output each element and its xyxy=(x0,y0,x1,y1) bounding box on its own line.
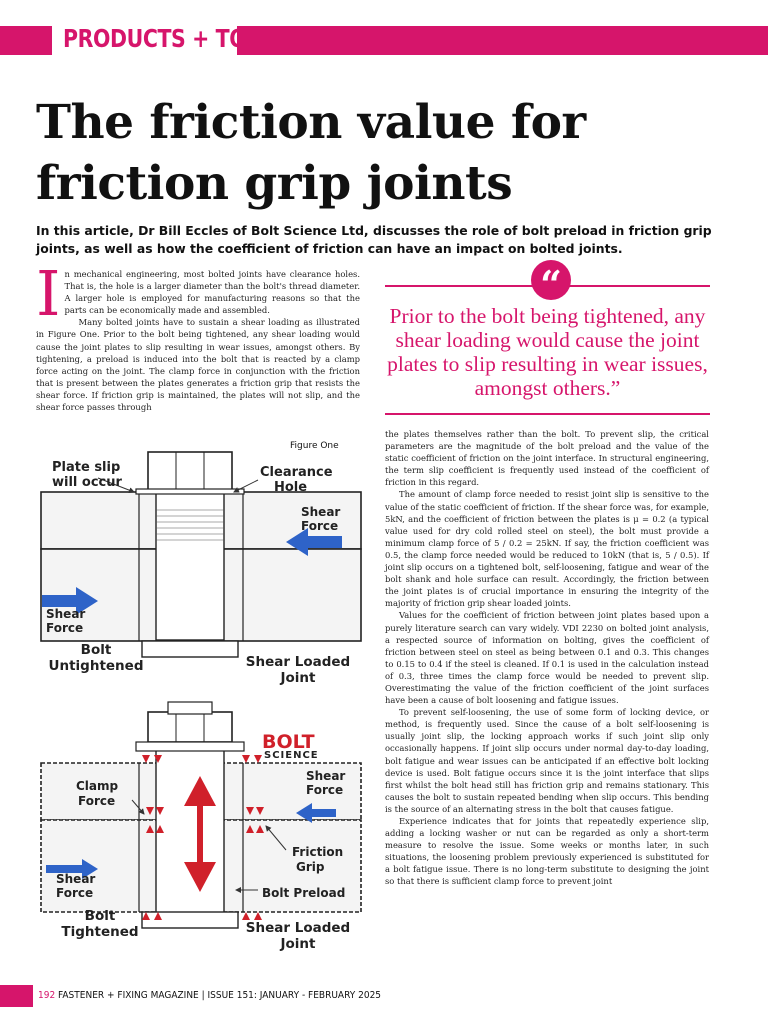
paragraph: the plates themselves rather than the bo… xyxy=(385,429,709,488)
header-accent-bar-right xyxy=(237,26,768,55)
footer-publication: FASTENER + FIXING MAGAZINE | ISSUE 151: … xyxy=(58,990,382,1001)
paragraph: Many bolted joints have to sustain a she… xyxy=(36,317,360,413)
article-title: The friction value for friction grip joi… xyxy=(36,95,586,211)
footer-accent-bar xyxy=(0,985,33,1007)
shear-force-arrow-right xyxy=(296,803,336,823)
figure-caption: Figure One xyxy=(290,441,339,451)
quote-mark-icon: “ xyxy=(531,260,571,307)
pullquote-rule-bottom xyxy=(385,413,710,415)
bolt-science-logo-bottom: SCIENCE xyxy=(264,750,319,761)
header-accent-bar-left xyxy=(0,26,52,55)
shear-force-arrow-left xyxy=(46,859,98,879)
paragraph: The amount of clamp force needed to resi… xyxy=(385,489,709,609)
label-bolt-preload: Bolt Preload xyxy=(262,886,345,900)
shear-force-arrow-left xyxy=(42,587,98,615)
bolt-science-logo-top: BOLT xyxy=(262,731,315,753)
paragraph: Experience indicates that for joints tha… xyxy=(385,816,709,887)
body-column-2: the plates themselves rather than the bo… xyxy=(385,428,709,888)
pullquote-text: Prior to the bolt being tightened, any s… xyxy=(387,304,708,400)
bolt-preload-arrow xyxy=(184,776,216,892)
paragraph: To prevent self-loosening, the use of so… xyxy=(385,707,709,814)
article-standfirst: In this article, Dr Bill Eccles of Bolt … xyxy=(36,223,712,256)
shear-force-arrow-right xyxy=(286,528,342,556)
clamp-force-arrows xyxy=(142,755,264,920)
paragraph: Values for the coefficient of friction b… xyxy=(385,610,709,706)
drop-cap: I xyxy=(36,257,61,330)
footer: 192 FASTENER + FIXING MAGAZINE | ISSUE 1… xyxy=(38,990,381,1001)
page-number: 192 xyxy=(38,990,56,1001)
